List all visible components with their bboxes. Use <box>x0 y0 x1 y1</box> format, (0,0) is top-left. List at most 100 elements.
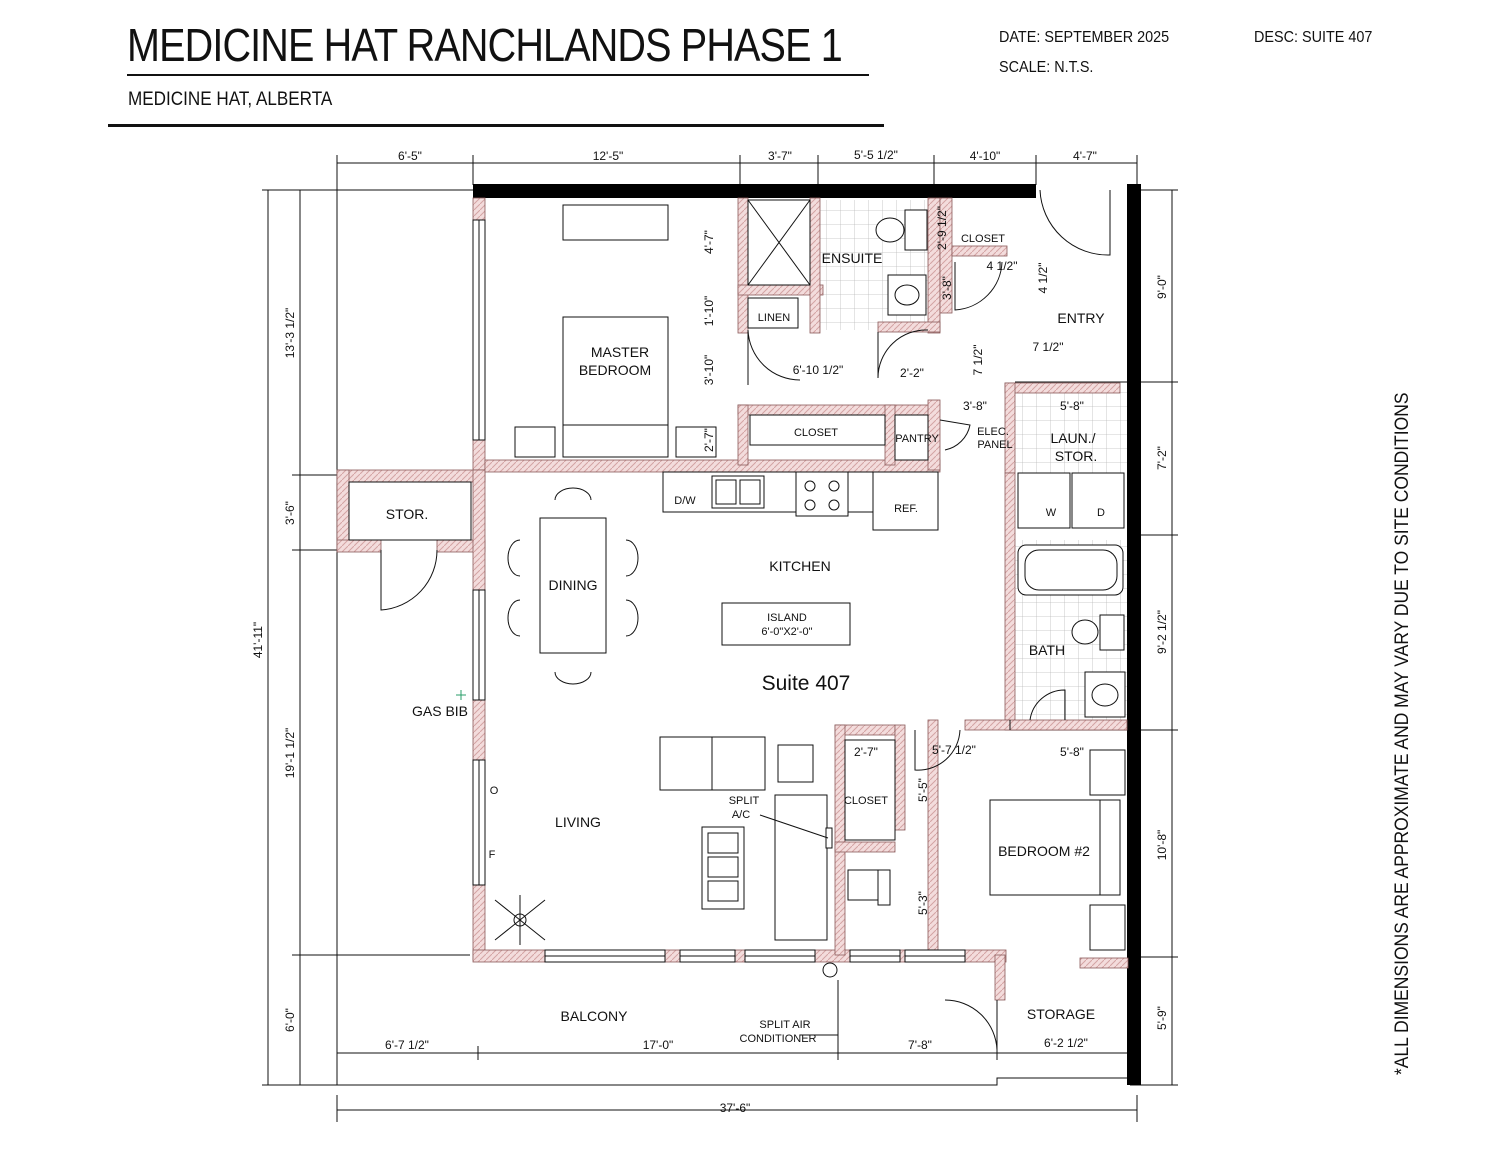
label-laundry-2: STOR. <box>1055 448 1098 464</box>
header-divider <box>108 124 884 127</box>
label-split-2: A/C <box>732 809 750 821</box>
dim-left-total: 41'-11" <box>251 622 265 658</box>
label-master-1: MASTER <box>591 344 649 360</box>
label-closet-master: CLOSET <box>794 427 838 439</box>
label-split-air-1: SPLIT AIR <box>759 1019 810 1031</box>
dresser <box>562 204 669 241</box>
label-elec-1: ELEC. <box>977 426 1009 438</box>
label-bath: BATH <box>1029 642 1065 658</box>
gas-bib-icon <box>456 690 466 700</box>
label-island-1: ISLAND <box>767 612 807 624</box>
label-closet-entry: CLOSET <box>961 233 1005 245</box>
dim-int-4-7: 4'-7" <box>702 230 716 254</box>
label-laundry-1: LAUN./ <box>1050 430 1095 446</box>
room-labels: MASTER BEDROOM ENSUITE LINEN CLOSET CLOS… <box>386 233 1106 1045</box>
dim-balcony-4: 6'-2 1/2" <box>1044 1036 1088 1050</box>
dim-top-6: 4'-7" <box>1073 149 1097 163</box>
condenser-icon <box>822 962 838 978</box>
title-underline <box>127 74 869 76</box>
label-washer: W <box>1046 507 1057 519</box>
dim-top-2: 12'-5" <box>593 149 624 163</box>
dim-int-2-9: 2'-9 1/2" <box>935 206 949 250</box>
sectional <box>774 794 828 941</box>
label-dryer: D <box>1097 507 1105 519</box>
label-linen: LINEN <box>758 312 790 324</box>
label-dining: DINING <box>549 577 598 593</box>
dim-top-3: 3'-7" <box>768 149 792 163</box>
door-swings <box>380 189 1111 1051</box>
label-storage: STORAGE <box>1027 1006 1095 1022</box>
dim-int-2-7b: 2'-7" <box>854 745 878 759</box>
dim-int-5-8: 5'-8" <box>1060 399 1084 413</box>
plan-scale: SCALE: N.T.S. <box>999 59 1094 76</box>
dimension-lines <box>262 155 1178 1122</box>
dim-int-3-8: 3'-8" <box>940 276 954 300</box>
dimension-labels: 6'-5" 12'-5" 3'-7" 5'-5 1/2" 4'-10" 4'-7… <box>251 148 1169 1115</box>
dim-balcony-3: 7'-8" <box>908 1038 932 1052</box>
dim-top-5: 4'-10" <box>970 149 1001 163</box>
label-closet-bed2: CLOSET <box>844 795 888 807</box>
label-dishwasher: D/W <box>674 495 696 507</box>
dim-right-5: 5'-9" <box>1155 1006 1169 1030</box>
label-bedroom-2: BEDROOM #2 <box>998 843 1090 859</box>
dim-int-2-7: 2'-7" <box>702 428 716 452</box>
label-entry: ENTRY <box>1057 310 1105 326</box>
dim-int-3-10: 3'-10" <box>702 355 716 386</box>
label-split-1: SPLIT <box>729 795 760 807</box>
dim-balcony-2: 17'-0" <box>643 1038 674 1052</box>
plan-location: MEDICINE HAT, ALBERTA <box>128 89 333 110</box>
label-fridge: REF. <box>894 503 918 515</box>
dim-int-7-half-b: 7 1/2" <box>1033 340 1064 354</box>
label-ensuite: ENSUITE <box>822 250 883 266</box>
dim-int-5-3: 5'-3" <box>916 891 930 915</box>
kitchen-island <box>721 602 851 646</box>
dim-balcony-1: 6'-7 1/2" <box>385 1038 429 1052</box>
label-fireplace-o: O <box>490 785 499 797</box>
label-stor: STOR. <box>386 506 429 522</box>
dim-int-6-10: 6'-10 1/2" <box>793 363 844 377</box>
cooktop <box>795 471 849 517</box>
label-balcony: BALCONY <box>561 1008 629 1024</box>
label-island-2: 6'-0"X2'-0" <box>761 626 812 638</box>
dim-right-2: 7'-2" <box>1155 446 1169 470</box>
label-split-air-2: CONDITIONER <box>740 1033 817 1045</box>
fixtures <box>348 199 1126 951</box>
dining-chairs <box>507 487 639 685</box>
label-elec-2: PANEL <box>977 439 1012 451</box>
dim-int-4-half-b: 4 1/2" <box>1036 263 1050 294</box>
dim-top-1: 6'-5" <box>398 149 422 163</box>
dim-int-2-2: 2'-2" <box>900 366 924 380</box>
dim-bottom-total: 37'-6" <box>720 1101 751 1115</box>
dining-table <box>539 517 607 654</box>
bed-2 <box>989 799 1121 896</box>
dim-left-3: 19'-1 1/2" <box>283 728 297 779</box>
dim-right-1: 9'-0" <box>1155 275 1169 299</box>
dim-int-4-half: 4 1/2" <box>987 259 1018 273</box>
exterior-wall-right <box>1127 184 1141 1085</box>
dim-int-7-half: 7 1/2" <box>971 345 985 376</box>
label-gas-bib: GAS BIB <box>412 703 468 719</box>
dim-int-5-8b: 5'-8" <box>1060 745 1084 759</box>
dim-top-4: 5'-5 1/2" <box>854 148 898 162</box>
label-pantry: PANTRY <box>895 433 939 445</box>
plant-icon <box>494 895 546 945</box>
split-ac-icon <box>759 814 833 849</box>
master-bed <box>562 316 669 458</box>
exterior-wall-top <box>473 184 1036 198</box>
dim-int-5-5: 5'-5" <box>916 778 930 802</box>
dim-int-1-10: 1'-10" <box>702 296 716 327</box>
label-fireplace-f: F <box>489 849 496 861</box>
label-suite: Suite 407 <box>762 672 851 695</box>
plan-description: DESC: SUITE 407 <box>1254 29 1373 46</box>
windows <box>472 219 966 963</box>
dim-int-5-7: 5'-7 1/2" <box>932 743 976 757</box>
dim-left-4: 6'-0" <box>283 1008 297 1032</box>
dim-left-1: 13'-3 1/2" <box>283 308 297 359</box>
dim-right-4: 10'-8" <box>1155 830 1169 861</box>
label-living: LIVING <box>555 814 601 830</box>
dim-int-3-8b: 3'-8" <box>963 399 987 413</box>
label-kitchen: KITCHEN <box>769 558 830 574</box>
dim-left-2: 3'-6" <box>283 501 297 525</box>
label-master-2: BEDROOM <box>579 362 651 378</box>
